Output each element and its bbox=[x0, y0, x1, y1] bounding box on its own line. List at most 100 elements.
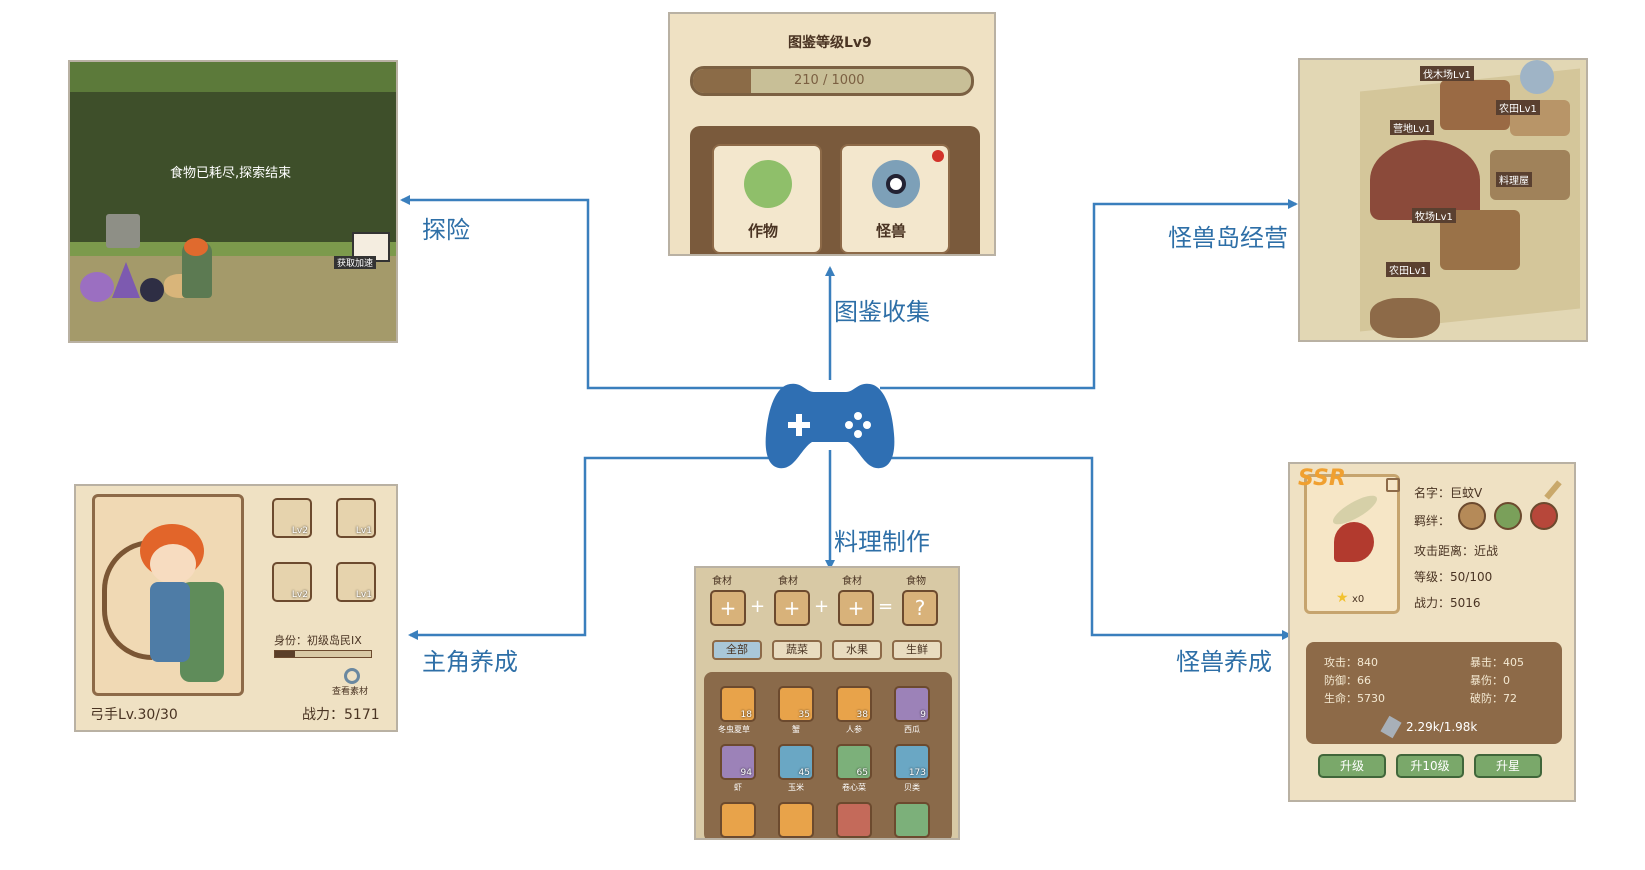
item-count: 38 bbox=[857, 710, 868, 720]
upgrade-button[interactable]: 升级 bbox=[1318, 754, 1386, 778]
equip-level: Lv2 bbox=[292, 590, 308, 600]
bond-paw-icon[interactable] bbox=[1458, 502, 1486, 530]
alert-badge-icon bbox=[932, 150, 944, 162]
monster-screenshot: SSR ★ x0 名字：巨蚊V 羁绊： 攻击距离：近战 等级：50/100 战力… bbox=[1288, 462, 1576, 802]
hero-class-level: 弓手Lv.30/30 bbox=[90, 704, 178, 724]
equip-level: Lv2 bbox=[292, 526, 308, 536]
equip-slot-2[interactable]: Lv1 bbox=[336, 498, 376, 538]
item-count: 45 bbox=[799, 768, 810, 778]
island-building-5: 牧场Lv1 bbox=[1412, 208, 1456, 223]
island-building-2: 农田Lv1 bbox=[1496, 100, 1540, 115]
cooking-header-4: 食物 bbox=[906, 572, 926, 587]
item-count: 9 bbox=[920, 710, 926, 720]
label-hero: 主角养成 bbox=[422, 642, 518, 677]
stat-crit: 暴击：405 bbox=[1470, 654, 1524, 670]
mosquito-icon bbox=[1334, 522, 1374, 562]
bond-eyes-icon[interactable] bbox=[1530, 502, 1558, 530]
tab-fruit[interactable]: 水果 bbox=[832, 640, 882, 660]
item-name-7: 卷心菜 bbox=[842, 782, 866, 793]
building-farm-bottom bbox=[1370, 298, 1440, 338]
item-name-8: 贝类 bbox=[904, 782, 920, 793]
item-slot-6[interactable]: 45 bbox=[778, 744, 814, 780]
lock-icon[interactable] bbox=[1386, 478, 1400, 492]
bond-snake-icon[interactable] bbox=[1494, 502, 1522, 530]
eye-pupil-icon bbox=[886, 174, 906, 194]
hero-screenshot: Lv2 Lv1 Lv2 Lv1 身份：初级岛民IX 查看素材 弓手Lv.30/3… bbox=[74, 484, 398, 732]
monster-power: 战力：5016 bbox=[1414, 594, 1481, 611]
stat-attack: 攻击：840 bbox=[1324, 654, 1378, 670]
item-slot-partial[interactable] bbox=[894, 802, 930, 838]
explore-message: 食物已耗尽,探索结束 bbox=[170, 162, 291, 181]
monster-level: 等级：50/100 bbox=[1414, 568, 1492, 585]
tab-vegetable[interactable]: 蔬菜 bbox=[772, 640, 822, 660]
item-name-5: 虾 bbox=[734, 782, 742, 793]
island-screenshot: 伐木场Lv1 农田Lv1 营地Lv1 料理屋 牧场Lv1 农田Lv1 bbox=[1298, 58, 1588, 342]
magnifier-icon[interactable] bbox=[344, 668, 360, 684]
monster-purple bbox=[80, 272, 114, 302]
card-crops-label: 作物 bbox=[748, 220, 778, 241]
label-island: 怪兽岛经营 bbox=[1168, 218, 1288, 253]
item-count: 18 bbox=[741, 710, 752, 720]
item-slot-1[interactable]: 18 bbox=[720, 686, 756, 722]
equip-slot-1[interactable]: Lv2 bbox=[272, 498, 312, 538]
item-count: 173 bbox=[909, 768, 926, 778]
ingredient-slot-1[interactable]: + bbox=[710, 590, 746, 626]
collection-screenshot: 图鉴等级Lv9 210 / 1000 作物 怪兽 bbox=[668, 12, 996, 256]
island-building-4: 料理屋 bbox=[1496, 172, 1532, 187]
cabbage-icon bbox=[744, 160, 792, 208]
item-name-6: 玉米 bbox=[788, 782, 804, 793]
label-monster: 怪兽养成 bbox=[1176, 642, 1272, 677]
label-explore: 探险 bbox=[422, 210, 470, 245]
monster-name: 名字：巨蚊V bbox=[1414, 484, 1482, 501]
label-cooking: 料理制作 bbox=[834, 522, 930, 557]
equip-level: Lv1 bbox=[356, 590, 372, 600]
statue-icon bbox=[1520, 60, 1554, 94]
item-slot-8[interactable]: 173 bbox=[894, 744, 930, 780]
item-slot-partial[interactable] bbox=[836, 802, 872, 838]
plus-icon: + bbox=[782, 598, 802, 618]
edit-pencil-icon[interactable] bbox=[1544, 480, 1561, 499]
upgrade-10-button[interactable]: 升10级 bbox=[1396, 754, 1464, 778]
item-slot-2[interactable]: 35 bbox=[778, 686, 814, 722]
island-building-1: 伐木场Lv1 bbox=[1420, 66, 1474, 81]
card-monsters[interactable]: 怪兽 bbox=[840, 144, 950, 254]
equip-slot-4[interactable]: Lv1 bbox=[336, 562, 376, 602]
tab-fresh[interactable]: 生鲜 bbox=[892, 640, 942, 660]
monster-eye bbox=[140, 278, 164, 302]
identity-progress-fill bbox=[275, 651, 295, 657]
star-up-button[interactable]: 升星 bbox=[1474, 754, 1542, 778]
view-materials-button[interactable]: 查看素材 bbox=[332, 684, 368, 697]
item-count: 35 bbox=[799, 710, 810, 720]
ingredient-slot-3[interactable]: + bbox=[838, 590, 874, 626]
cooking-header-2: 食材 bbox=[778, 572, 798, 587]
question-icon: ? bbox=[910, 598, 930, 618]
ingredient-slot-2[interactable]: + bbox=[774, 590, 810, 626]
monster-range: 攻击距离：近战 bbox=[1414, 542, 1498, 559]
item-count: 94 bbox=[741, 768, 752, 778]
plus-sign-icon: + bbox=[750, 596, 765, 617]
item-slot-partial[interactable] bbox=[778, 802, 814, 838]
item-slot-partial[interactable] bbox=[720, 802, 756, 838]
cooking-screenshot: 食材 食材 食材 食物 + + + + + = ? 全部 蔬菜 水果 生鲜 18… bbox=[694, 566, 960, 840]
upgrade-cost: 2.29k/1.98k bbox=[1406, 720, 1477, 734]
stat-hp: 生命：5730 bbox=[1324, 690, 1385, 706]
plus-icon: + bbox=[718, 598, 738, 618]
ruin-stone bbox=[106, 214, 140, 248]
result-slot[interactable]: ? bbox=[902, 590, 938, 626]
rarity-badge: SSR bbox=[1298, 466, 1346, 491]
speed-sign[interactable]: 获取加速 bbox=[334, 256, 376, 269]
item-slot-4[interactable]: 9 bbox=[894, 686, 930, 722]
plus-sign-icon: + bbox=[814, 596, 829, 617]
stat-defense: 防御：66 bbox=[1324, 672, 1371, 688]
card-crops[interactable]: 作物 bbox=[712, 144, 822, 254]
hero-body-icon bbox=[150, 582, 190, 662]
equip-level: Lv1 bbox=[356, 526, 372, 536]
hero-face-icon bbox=[150, 544, 196, 584]
item-slot-7[interactable]: 65 bbox=[836, 744, 872, 780]
item-slot-3[interactable]: 38 bbox=[836, 686, 872, 722]
item-name-2: 蟹 bbox=[792, 724, 800, 735]
gamepad-icon bbox=[762, 378, 898, 474]
tab-all[interactable]: 全部 bbox=[712, 640, 762, 660]
equip-slot-3[interactable]: Lv2 bbox=[272, 562, 312, 602]
item-slot-5[interactable]: 94 bbox=[720, 744, 756, 780]
